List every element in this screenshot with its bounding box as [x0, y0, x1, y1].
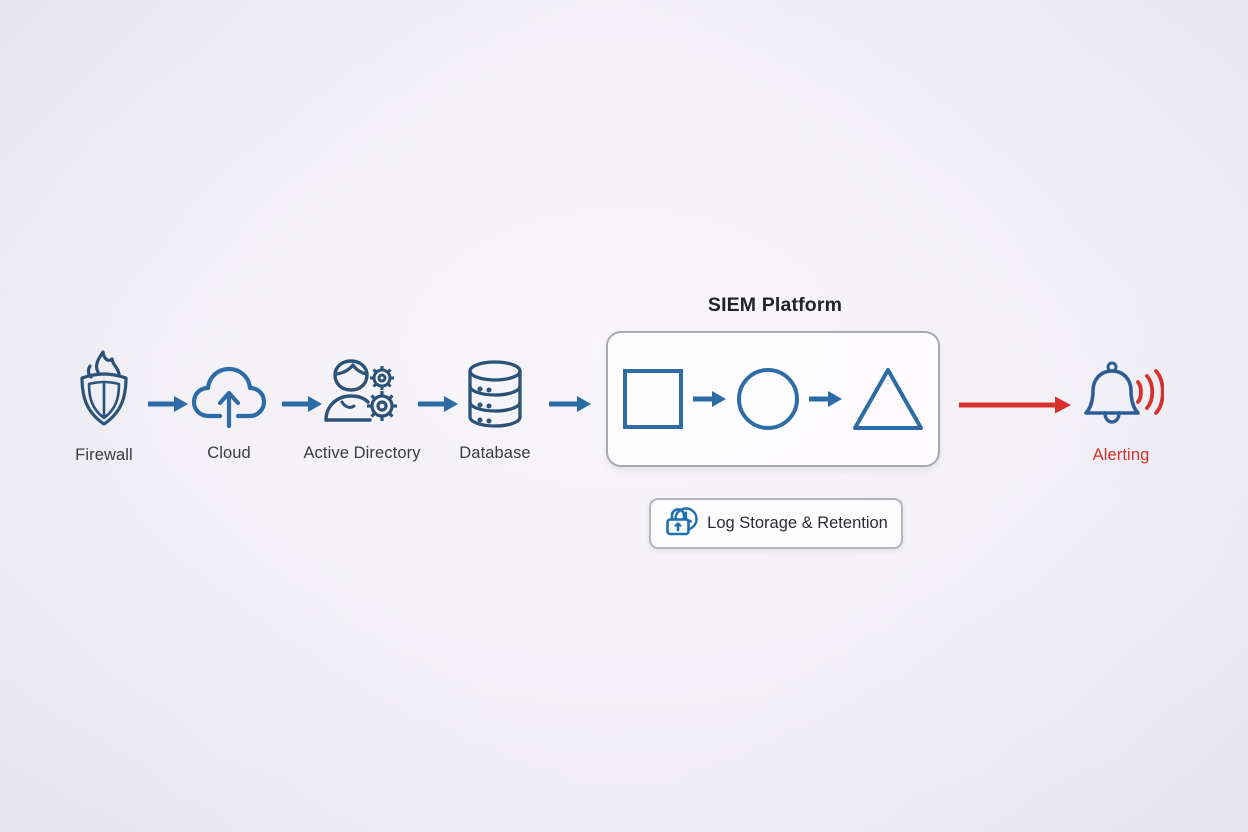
lock-clock-icon: [664, 505, 698, 542]
cloud-upload-icon: [189, 358, 269, 430]
square-icon: [621, 367, 685, 431]
node-cloud[interactable]: Cloud: [186, 358, 272, 463]
circle-icon: [735, 366, 801, 432]
log-storage-badge[interactable]: Log Storage & Retention: [649, 498, 903, 549]
node-label-alerting: Alerting: [1092, 446, 1150, 464]
node-active-directory[interactable]: Active Directory: [301, 358, 423, 463]
triangle-icon: [851, 366, 925, 432]
arrow-database-to-siem: [547, 392, 593, 416]
node-label-cloud: Cloud: [207, 444, 251, 462]
siem-platform-title: SIEM Platform: [707, 294, 843, 316]
node-label-database: Database: [459, 444, 531, 462]
siem-arrow-1: [692, 388, 728, 410]
arrow-siem-to-alerting: [957, 393, 1073, 417]
node-alerting[interactable]: Alerting: [1078, 360, 1165, 465]
user-gears-icon: [320, 358, 404, 430]
bell-ringing-icon: [1078, 360, 1165, 432]
siem-platform-box[interactable]: [606, 331, 940, 467]
arrow-cloud-to-ad: [280, 392, 324, 416]
firewall-shield-flame-icon: [68, 348, 140, 432]
siem-arrow-2: [808, 388, 844, 410]
node-firewall[interactable]: Firewall: [60, 348, 148, 465]
node-database[interactable]: Database: [455, 358, 535, 463]
siem-platform-group: SIEM Platform: [606, 294, 944, 467]
arrow-firewall-to-cloud: [146, 392, 190, 416]
database-cylinder-icon: [459, 358, 531, 430]
arrow-ad-to-database: [416, 392, 460, 416]
log-storage-label: Log Storage & Retention: [707, 514, 888, 532]
node-label-firewall: Firewall: [75, 446, 133, 464]
node-label-active-directory: Active Directory: [303, 444, 421, 462]
